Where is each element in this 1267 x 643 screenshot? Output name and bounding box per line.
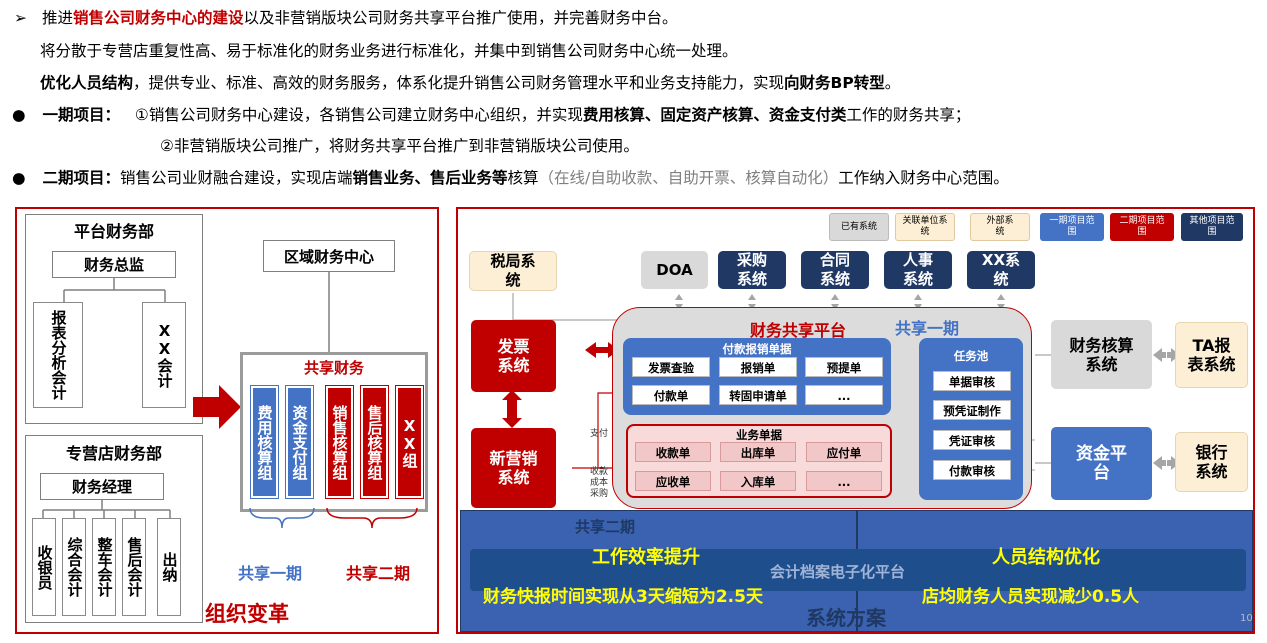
regional-connector: [328, 272, 330, 352]
aftersales-accounting-group-col: 售后核算组: [360, 385, 389, 499]
regional-center-box: 区域财务中心: [263, 240, 395, 272]
outbound-cell: 出库单: [720, 442, 796, 462]
asset-transfer-cell: 转固申请单: [719, 385, 797, 405]
business-docs-title: 业务单据: [736, 428, 782, 442]
platform-title: 财务共享平台: [750, 321, 847, 340]
reimb-more-cell: ...: [805, 385, 883, 405]
phase1-line: ● 一期项目： ①销售公司财务中心建设，各销售公司建立财务中心组织，并实现费用核…: [12, 106, 971, 124]
platform-dept-title: 平台财务部: [73, 222, 154, 241]
fund-payment-group-col: 资金支付组: [285, 385, 314, 499]
report-accountant-col: 报表分析会计: [33, 302, 83, 408]
store-dept-title: 专营店财务部: [65, 444, 162, 463]
sales-accounting-group-col: 销售核算组: [325, 385, 354, 499]
payment-cell: 付款单: [632, 385, 710, 405]
structure-detail: 店均财务人员实现减少0.5人: [922, 587, 1140, 607]
platform-phase2-label: 共享二期: [575, 518, 636, 536]
org-phase1-label: 共享一期: [238, 564, 303, 583]
invoice-check-cell: 发票查验: [632, 357, 710, 377]
inbound-cell: 入库单: [720, 471, 796, 491]
pay-label: 支付: [590, 429, 609, 439]
finance-manager-box: 财务经理: [40, 473, 164, 500]
payable-cell: 应付单: [806, 442, 882, 462]
contract-system-box: 合同系统: [801, 251, 869, 289]
archive-bar: [470, 549, 1246, 591]
cashier-col: 收银员: [32, 518, 56, 616]
biz-more-cell: ...: [806, 471, 882, 491]
xx-system-box: XX系统: [967, 251, 1035, 289]
tax-system-box: 税局系统: [469, 251, 557, 291]
phase-braces: [249, 507, 418, 529]
purchase-system-box: 采购系统: [718, 251, 786, 289]
doa-system-box: DOA: [641, 251, 708, 289]
director-connector: [63, 278, 166, 302]
legend-phase1: 一期项目范围: [1040, 213, 1104, 241]
task-pool-title: 任务池: [953, 349, 989, 363]
page-number: 10: [1240, 613, 1253, 624]
expense-group-col: 费用核算组: [250, 385, 279, 499]
dot-bullet-icon: ●: [12, 106, 26, 124]
phase2-line: ● 二期项目：销售公司业财融合建设，实现店端销售业务、售后业务等核算（在线/自助…: [12, 169, 1009, 187]
efficiency-detail: 财务快报时间实现从3天缩短为2.5天: [483, 587, 763, 607]
legend-other: 其他项目范围: [1181, 213, 1243, 241]
doc-review-task: 单据审核: [933, 371, 1011, 391]
receivable-cell: 应收单: [635, 471, 711, 491]
manager-connector: [42, 500, 171, 518]
org-caption: 组织变革: [205, 602, 289, 626]
receipt-cell: 收款单: [635, 442, 711, 462]
bullet-line-1: ➢ 推进销售公司财务中心的建设以及非营销版块公司财务共享平台推广使用，并完善财务…: [14, 9, 678, 27]
general-accountant-col: 综合会计: [62, 518, 86, 616]
xx-accountant-col: XX会计: [142, 302, 186, 408]
archive-platform-label: 会计档案电子化平台: [770, 563, 906, 581]
system-plan-panel: [456, 207, 1255, 634]
voucher-review-task: 凭证审核: [933, 430, 1011, 450]
new-marketing-system-box: 新营销系统: [471, 428, 556, 508]
legend-related: 关联单位系统: [895, 213, 955, 241]
legend-existing: 已有系统: [829, 213, 889, 241]
payment-review-task: 付款审核: [933, 460, 1011, 480]
hr-system-box: 人事系统: [884, 251, 952, 289]
org-change-panel: [15, 207, 439, 634]
legend-external: 外部系统: [970, 213, 1030, 241]
accounting-system-box: 财务核算系统: [1051, 320, 1152, 389]
fund-platform-box: 资金平台: [1051, 427, 1152, 500]
right-arrow-icon: [193, 385, 241, 429]
reimbursement-title: 付款报销单据: [722, 342, 792, 356]
system-caption: 系统方案: [806, 606, 886, 630]
finance-director-box: 财务总监: [52, 251, 176, 278]
bullet-line-3: 优化人员结构，提供专业、标准、高效的财务服务，体系化提升销售公司财务管理水平和业…: [40, 74, 901, 92]
pre-voucher-task: 预凭证制作: [933, 400, 1011, 420]
org-phase2-label: 共享二期: [346, 564, 411, 583]
arrow-bullet-icon: ➢: [14, 9, 27, 27]
vehicle-accountant-col: 整车会计: [92, 518, 116, 616]
structure-title: 人员结构优化: [992, 547, 1100, 568]
xx-group-col: XX组: [395, 385, 424, 499]
accrual-cell: 预提单: [805, 357, 883, 377]
phase1-line-2: ②非营销版块公司推广，将财务共享平台推广到非营销版块公司使用。: [160, 137, 639, 155]
bullet-line-2: 将分散于专营店重复性高、易于标准化的财务业务进行标准化，并集中到销售公司财务中心…: [40, 42, 738, 60]
bank-system-box: 银行系统: [1175, 432, 1248, 492]
flow-label: 收款成本采购: [590, 467, 609, 499]
efficiency-title: 工作效率提升: [592, 547, 700, 568]
dot-bullet-icon: ●: [12, 169, 26, 187]
invoice-system-box: 发票系统: [471, 320, 556, 392]
legend-phase2: 二期项目范围: [1110, 213, 1174, 241]
shared-finance-box: [240, 352, 428, 512]
cashier-teller-col: 出纳: [157, 518, 181, 616]
ta-report-system-box: TA报表系统: [1175, 322, 1248, 388]
platform-phase1-label: 共享一期: [895, 319, 960, 338]
aftersales-accountant-col: 售后会计: [122, 518, 146, 616]
shared-finance-title: 共享财务: [303, 359, 364, 377]
expense-claim-cell: 报销单: [719, 357, 797, 377]
